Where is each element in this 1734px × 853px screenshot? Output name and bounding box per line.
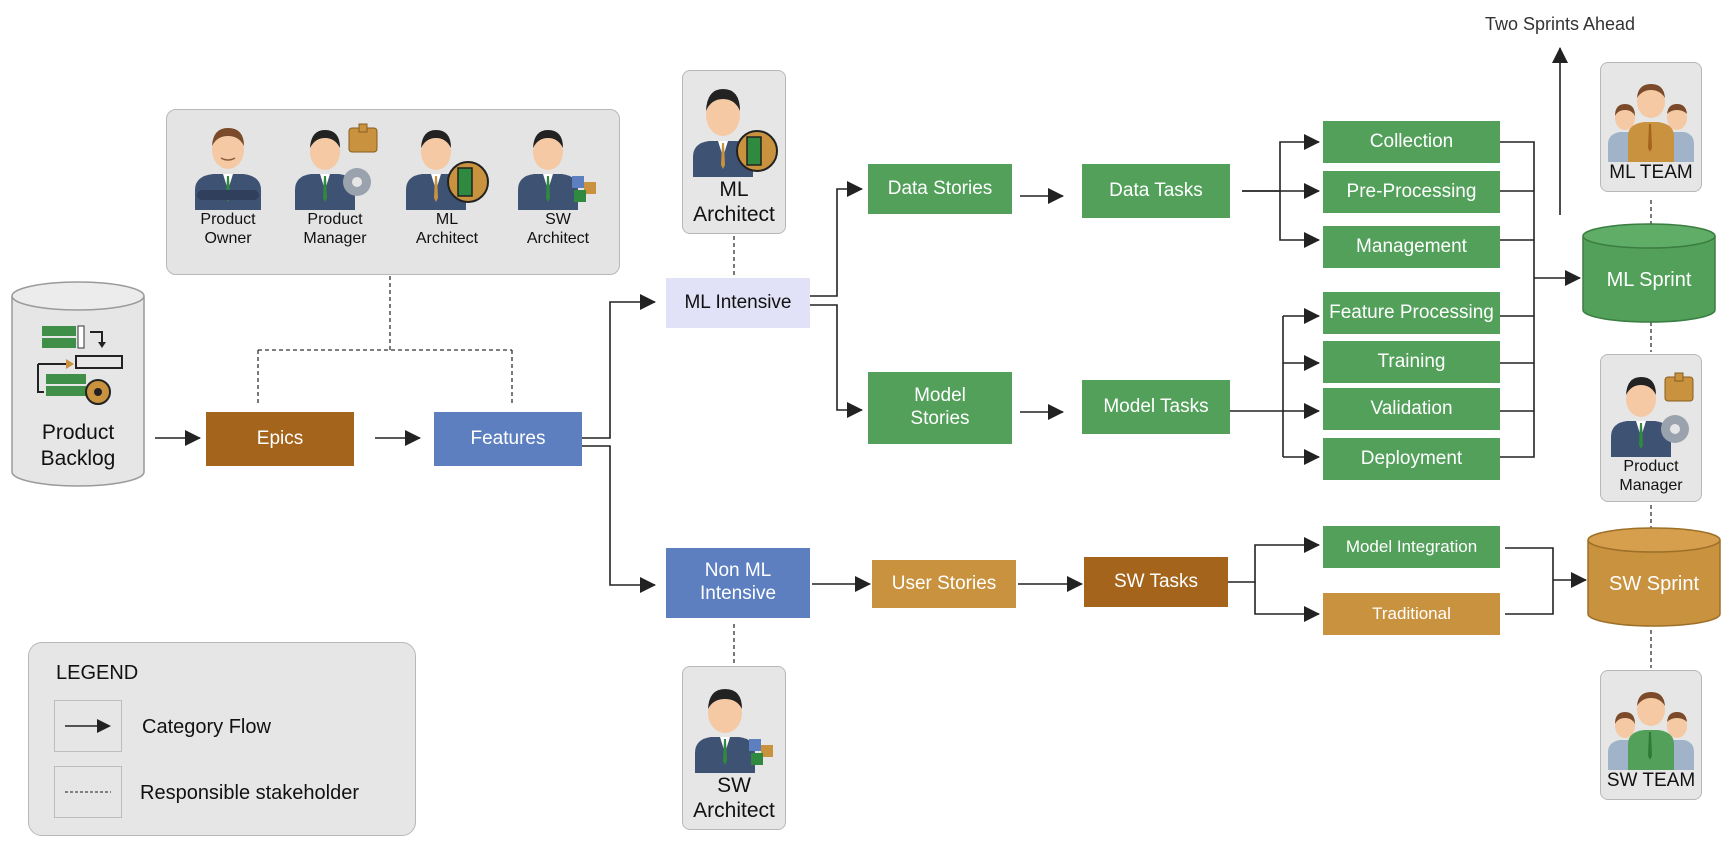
arrow-features-nonml: [582, 445, 656, 593]
ml-sprint-label[interactable]: ML Sprint: [1606, 268, 1692, 291]
ml-team-icon: [1608, 84, 1694, 163]
product-manager-icon: [295, 123, 378, 210]
task-deployment[interactable]: Deployment: [1323, 438, 1500, 480]
sw-architect-icon: [695, 688, 773, 773]
product-manager-card-label: Product Manager: [1619, 457, 1683, 494]
stakeholder-product-owner: Product Owner: [183, 118, 273, 248]
product-manager-icon: [1611, 372, 1694, 457]
model-stories-box[interactable]: Model Stories: [868, 372, 1012, 444]
stakeholder-label-sw-architect: SW Architect: [526, 211, 590, 248]
legend-title: LEGEND: [56, 662, 139, 684]
backlog-icon: [37, 325, 123, 405]
ml-architect-card: ML Architect: [682, 70, 786, 234]
arrow-features-ml: [582, 294, 656, 439]
task-feature-processing[interactable]: Feature Processing: [1323, 292, 1500, 334]
sw-architect-icon: [518, 130, 596, 210]
task-traditional[interactable]: Traditional: [1323, 593, 1500, 635]
ml-team-card: ML TEAM: [1600, 62, 1702, 192]
stakeholder-product-manager: Product Manager: [289, 118, 381, 248]
sw-architect-card: SW Architect: [682, 666, 786, 830]
features-box[interactable]: Features: [434, 412, 582, 466]
product-manager-card: Product Manager: [1600, 354, 1702, 502]
ml-architect-icon: [406, 130, 489, 210]
non-ml-intensive-box[interactable]: Non ML Intensive: [666, 548, 810, 618]
stakeholder-label-product-manager: Product Manager: [303, 211, 367, 248]
ml-sprint-cylinder: [1582, 223, 1716, 323]
task-pre-processing[interactable]: Pre-Processing: [1323, 171, 1500, 213]
legend-category-flow: Category Flow: [142, 716, 271, 738]
stakeholder-label-product-owner: Product Owner: [200, 211, 256, 248]
sw-tasks-box[interactable]: SW Tasks: [1084, 557, 1228, 607]
ml-architect-icon: [693, 88, 778, 177]
sw-sprint-label[interactable]: SW Sprint: [1608, 572, 1700, 595]
task-model-integration[interactable]: Model Integration: [1323, 526, 1500, 568]
model-tasks-box[interactable]: Model Tasks: [1082, 380, 1230, 434]
sw-team-label: SW TEAM: [1606, 770, 1696, 792]
ml-team-label: ML TEAM: [1609, 162, 1693, 184]
stakeholder-label-ml-architect: ML Architect: [415, 211, 479, 248]
product-owner-icon: [195, 128, 261, 210]
sw-team-icon: [1608, 692, 1694, 771]
task-validation[interactable]: Validation: [1323, 388, 1500, 430]
ml-architect-card-label: ML Architect: [693, 177, 775, 226]
arrow-ml-modelstories: [810, 304, 863, 418]
sw-team-card: SW TEAM: [1600, 670, 1702, 800]
stakeholder-sw-architect: SW Architect: [512, 118, 604, 248]
task-management[interactable]: Management: [1323, 226, 1500, 268]
legend-responsible-stakeholder: Responsible stakeholder: [140, 782, 360, 804]
arrow-ml-datastories: [810, 181, 863, 297]
epics-box[interactable]: Epics: [206, 412, 354, 466]
arrow-right-icon: [65, 719, 111, 733]
task-collection[interactable]: Collection: [1323, 121, 1500, 163]
task-training[interactable]: Training: [1323, 341, 1500, 383]
stakeholder-ml-architect: ML Architect: [402, 118, 492, 248]
ml-intensive-box[interactable]: ML Intensive: [666, 278, 810, 328]
data-tasks-box[interactable]: Data Tasks: [1082, 164, 1230, 218]
two-sprints-ahead-label: Two Sprints Ahead: [1484, 14, 1636, 34]
sw-sprint-cylinder: [1587, 527, 1721, 627]
legend-arrow-swatch: [54, 700, 122, 752]
data-stories-box[interactable]: Data Stories: [868, 164, 1012, 214]
product-backlog-label: Product Backlog: [40, 420, 116, 470]
user-stories-box[interactable]: User Stories: [872, 560, 1016, 608]
dashed-line-icon: [65, 791, 111, 793]
sw-architect-card-label: SW Architect: [693, 773, 775, 822]
legend-dashed-swatch: [54, 766, 122, 818]
